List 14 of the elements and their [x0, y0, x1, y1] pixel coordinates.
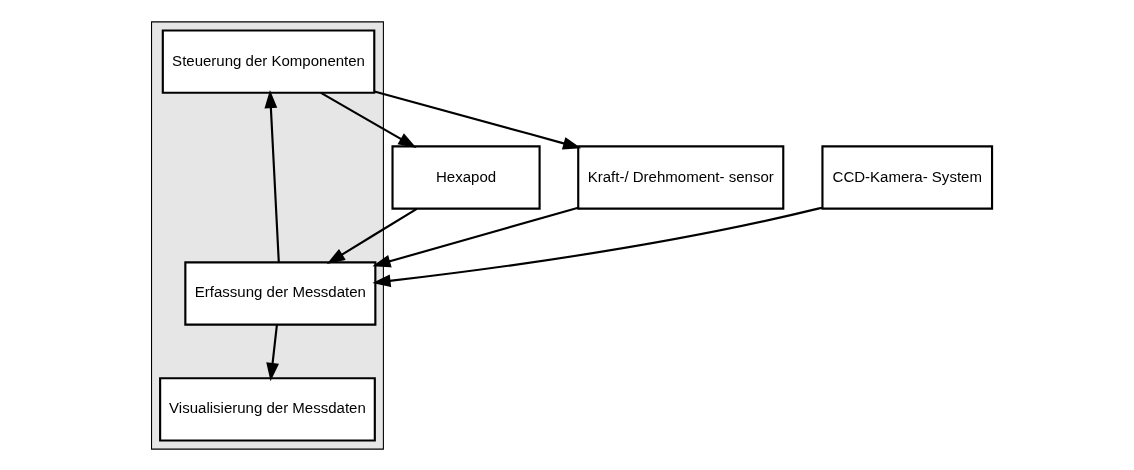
- node-box: Kraft-/ Drehmoment- sensor: [576, 144, 784, 210]
- cluster: [150, 20, 384, 450]
- node-box: CCD-Kamera- System: [820, 144, 993, 210]
- arrow: [371, 206, 822, 287]
- arrow: [265, 324, 279, 381]
- node-box: Steuerung der Komponenten: [161, 28, 375, 94]
- arrow: [264, 89, 280, 262]
- arrow: [371, 206, 578, 267]
- arrow: [373, 89, 581, 150]
- arrow: [319, 91, 417, 148]
- node-box: Visualisierung der Messdaten: [158, 376, 376, 442]
- node-box: Hexapod: [390, 144, 541, 210]
- arrow: [326, 207, 417, 264]
- node-box: Erfassung der Messdaten: [183, 260, 376, 326]
